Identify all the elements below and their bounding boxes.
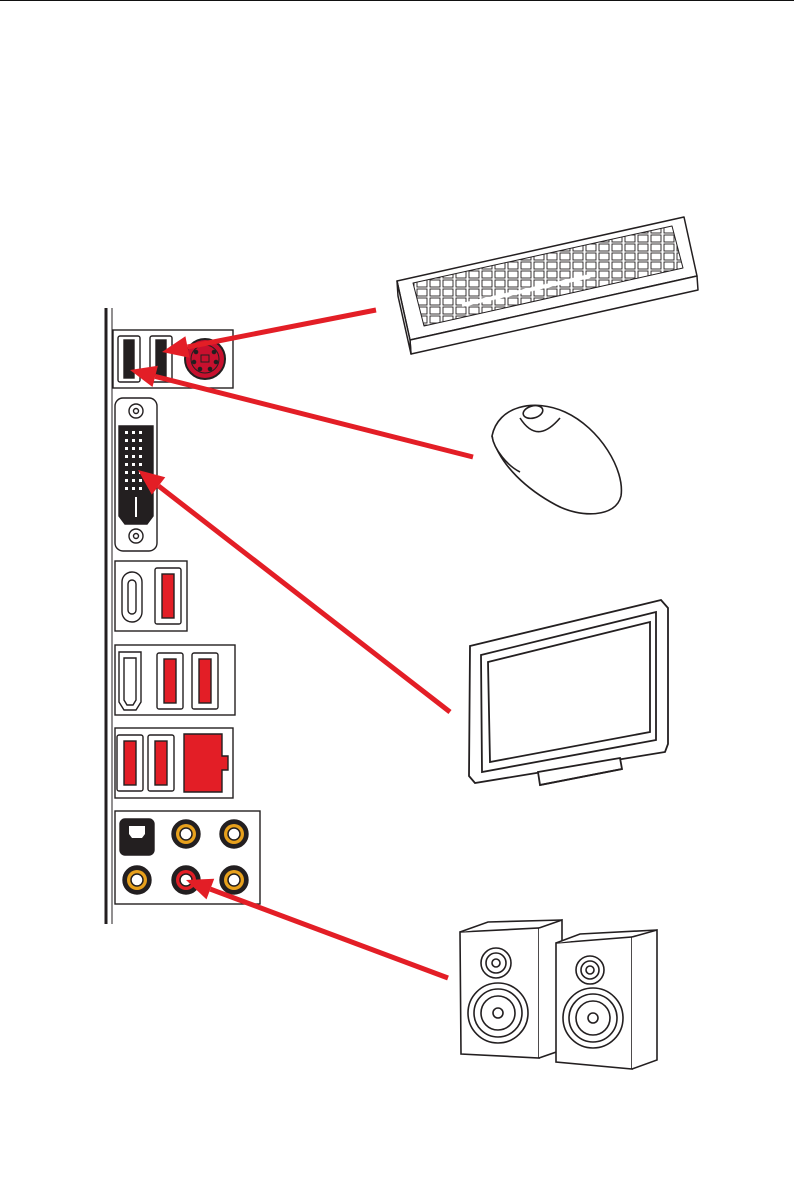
audio-jack-3[interactable] <box>123 866 151 894</box>
lan-port[interactable] <box>184 734 228 792</box>
audio-jack-4[interactable] <box>220 866 248 894</box>
monitor-arrow <box>138 470 450 712</box>
speaker-arrow-shaft <box>210 889 448 978</box>
keyboard-icon <box>397 217 698 354</box>
back-io-panel <box>106 308 260 924</box>
monitor-icon <box>469 600 668 785</box>
speakers-icon <box>460 920 657 1069</box>
mouse-icon <box>492 404 621 514</box>
mouse-arrow-shaft <box>155 376 473 457</box>
hdmi-port[interactable] <box>119 652 141 710</box>
speaker-arrow <box>186 879 448 978</box>
optical-port[interactable] <box>120 819 154 855</box>
keyboard-arrow-shaft <box>188 310 376 347</box>
audio-jack-2[interactable] <box>220 820 248 848</box>
mouse-arrow <box>130 366 473 457</box>
audio-jack[interactable] <box>172 820 200 848</box>
